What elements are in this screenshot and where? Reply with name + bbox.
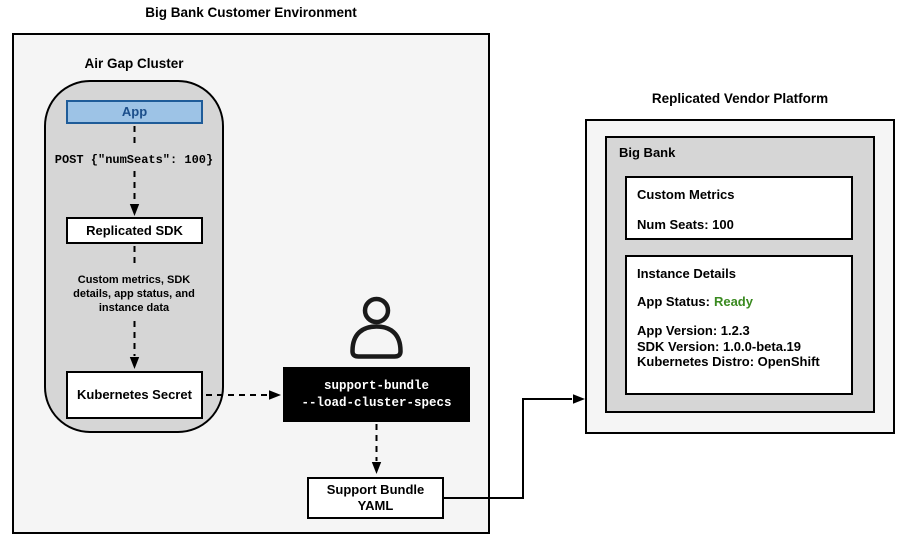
kubernetes-distro-value: Kubernetes Distro: OpenShift (637, 354, 820, 369)
support-bundle-command-node: support-bundle --load-cluster-specs (283, 367, 470, 422)
app-status-value: Ready (713, 294, 753, 309)
sdk-version-value: SDK Version: 1.0.0-beta.19 (637, 338, 802, 354)
app-node: App (66, 100, 203, 124)
customer-environment-title: Big Bank Customer Environment (145, 5, 357, 20)
kubernetes-secret-label: Kubernetes Secret (77, 387, 192, 402)
replicated-sdk-label: Replicated SDK (86, 222, 183, 238)
vendor-platform-title: Replicated Vendor Platform (651, 91, 829, 106)
app-status-row: App Status:Ready (637, 294, 753, 309)
app-node-label: App (121, 104, 148, 119)
metrics-data-note: Custom metrics, SDK details, app status,… (73, 274, 195, 314)
big-bank-card-title: Big Bank (619, 145, 676, 160)
support-bundle-yaml-node: Support Bundle YAML (307, 477, 444, 519)
custom-metrics-title: Custom Metrics (637, 187, 735, 202)
post-request-label: POST {"numSeats": 100} (54, 153, 214, 167)
support-bundle-yaml-label: Support Bundle YAML (326, 482, 425, 513)
instance-details-card (625, 255, 853, 395)
app-status-label: App Status: (637, 294, 710, 309)
app-version-value: App Version: 1.2.3 (637, 323, 750, 338)
instance-version-list: App Version: 1.2.3 SDK Version: 1.0.0-be… (637, 323, 820, 370)
air-gap-cluster-title: Air Gap Cluster (84, 56, 184, 71)
kubernetes-secret-node: Kubernetes Secret (66, 371, 203, 419)
custom-metrics-card (625, 176, 853, 240)
replicated-sdk-node: Replicated SDK (66, 217, 203, 244)
num-seats-value: Num Seats: 100 (637, 217, 734, 232)
instance-details-title: Instance Details (637, 266, 736, 281)
